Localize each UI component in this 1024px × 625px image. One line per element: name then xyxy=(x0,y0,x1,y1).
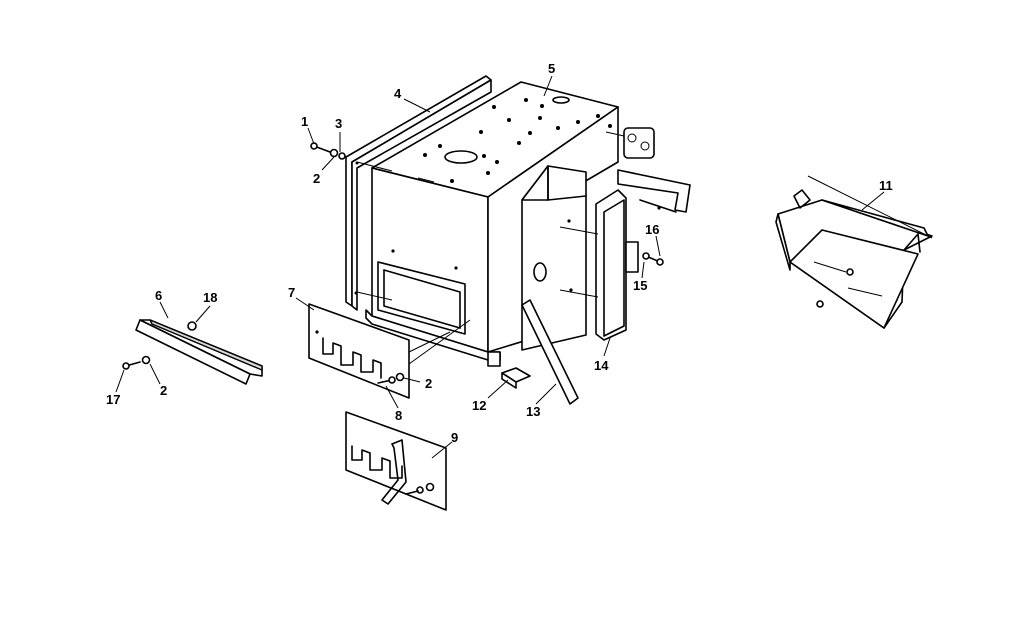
callout-9: 9 xyxy=(451,430,458,445)
callout-5: 5 xyxy=(548,61,555,76)
part-11-tray xyxy=(775,175,933,329)
part-5-fitting xyxy=(605,127,655,159)
callout-labels: 1 3 2 4 5 6 18 17 2 7 2 8 9 12 13 14 15 … xyxy=(106,61,893,445)
callout-8: 8 xyxy=(395,408,402,423)
callout-15: 15 xyxy=(633,278,647,293)
callout-13: 13 xyxy=(526,404,540,419)
part-8-screw xyxy=(377,372,405,384)
callout-17: 17 xyxy=(106,392,120,407)
part-1-2-3-fasteners xyxy=(310,142,346,160)
callout-2: 2 xyxy=(160,383,167,398)
callout-4: 4 xyxy=(394,86,402,101)
callout-12: 12 xyxy=(472,398,486,413)
part-13-rod xyxy=(521,299,579,405)
callout-11: 11 xyxy=(879,178,893,193)
leader-lines xyxy=(115,75,885,459)
part-9-lower-plate xyxy=(345,411,447,511)
callout-2: 2 xyxy=(425,376,432,391)
callout-6: 6 xyxy=(155,288,162,303)
callout-16: 16 xyxy=(645,222,659,237)
callout-7: 7 xyxy=(288,285,295,300)
part-12-nut-block xyxy=(501,367,531,389)
part-15-16-fasteners xyxy=(642,252,664,266)
callout-14: 14 xyxy=(594,358,609,373)
part-7-front-plate xyxy=(308,303,471,399)
callout-3: 3 xyxy=(335,116,342,131)
part-14-side-panel xyxy=(559,189,639,341)
callout-18: 18 xyxy=(203,290,217,305)
part-5-main-housing xyxy=(356,81,691,367)
part-4-side-plate xyxy=(345,75,492,311)
part-6-angle-trim xyxy=(122,319,263,385)
callout-2: 2 xyxy=(313,171,320,186)
callout-1: 1 xyxy=(301,114,308,129)
